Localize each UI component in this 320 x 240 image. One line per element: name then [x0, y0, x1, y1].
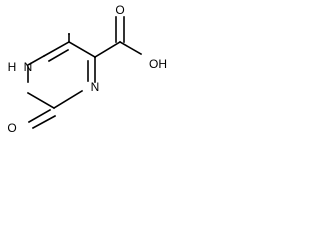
atom-label-oxygen-top: O — [115, 3, 124, 17]
atom-label-nh-n: N — [24, 60, 33, 74]
bond-acid-c-oh — [118, 40, 143, 56]
bond-n3-c2 — [52, 89, 84, 110]
bond-c6-c5-inner — [47, 48, 70, 63]
atom-label-oxygen-bottom: O — [7, 121, 16, 135]
atom-label-nh-h: H — [8, 60, 17, 74]
bond-c2-n1 — [26, 91, 56, 110]
atom-label-hydroxyl: OH — [149, 57, 167, 71]
bond-c2-o-left — [27, 108, 52, 124]
bond-c6-c5 — [42, 40, 71, 58]
bond-c2-o-right — [31, 114, 57, 130]
atom-label-n-lower: N — [91, 80, 100, 94]
bond-ring-acid-carbon — [93, 40, 122, 59]
bond-nh-c6 — [26, 54, 46, 67]
bond-c5-c4 — [67, 40, 97, 59]
chemical-structure-diagram: O OH H N N O — [7, 3, 167, 135]
